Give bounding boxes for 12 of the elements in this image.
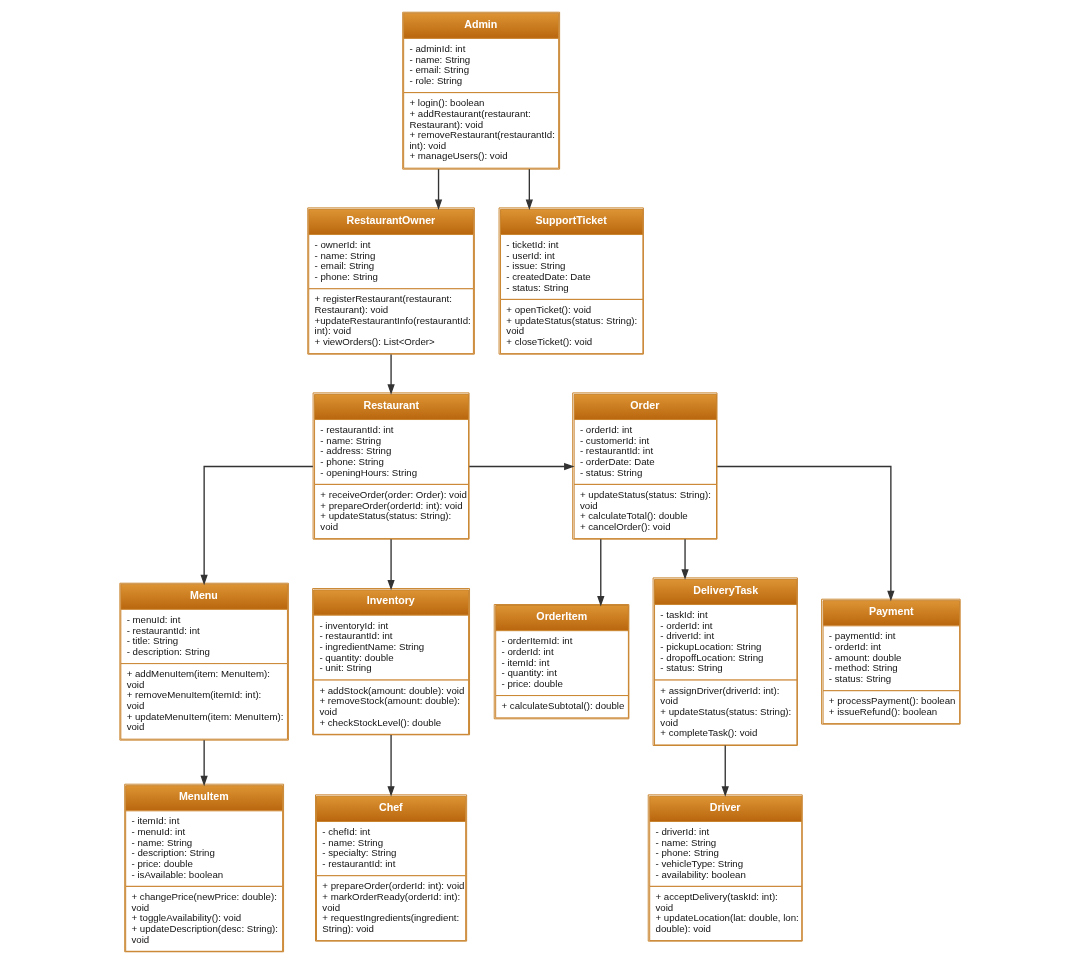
arrow xyxy=(468,462,575,471)
arrow xyxy=(387,353,395,395)
arrow xyxy=(387,538,395,591)
arrow xyxy=(387,734,395,797)
arrow xyxy=(200,739,208,787)
arrow xyxy=(434,168,443,210)
arrow xyxy=(597,538,605,607)
arrow xyxy=(525,168,533,210)
arrow xyxy=(716,465,895,602)
arrow xyxy=(681,538,689,580)
arrow xyxy=(721,744,729,797)
arrow xyxy=(200,465,314,586)
